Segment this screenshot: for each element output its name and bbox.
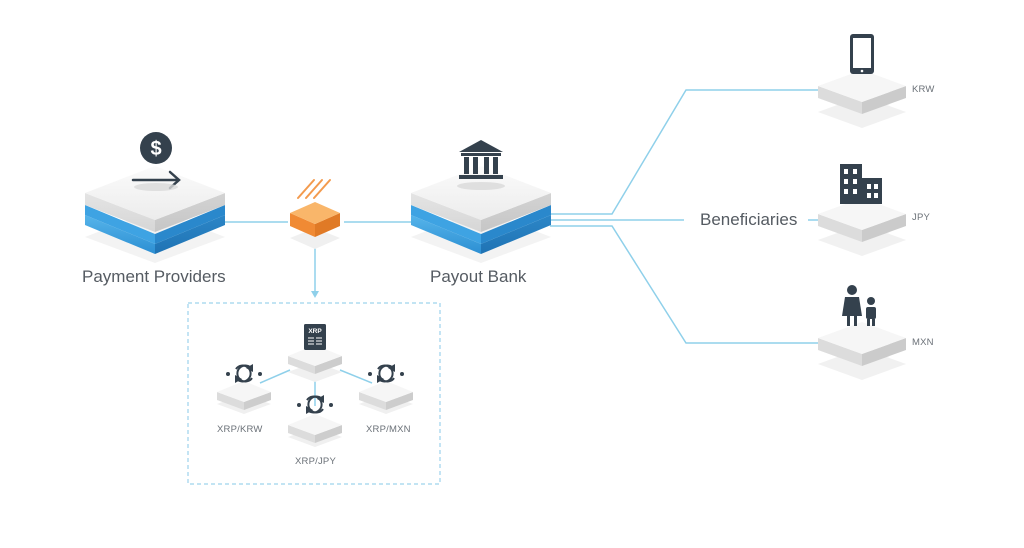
xrp-jpy-node xyxy=(288,414,342,447)
ripple-hub-block xyxy=(290,202,340,249)
krw-beneficiary-platform xyxy=(818,70,906,128)
pair-label-mxn: XRP/MXN xyxy=(366,424,411,435)
svg-text:$: $ xyxy=(150,138,161,160)
jpy-beneficiary-platform xyxy=(818,198,906,256)
line-xrp-to-mxn xyxy=(339,369,373,384)
dollar-icon: $ xyxy=(140,132,172,164)
pair-label-jpy: XRP/JPY xyxy=(295,456,336,467)
exchange-icon xyxy=(226,364,262,383)
connector-lines xyxy=(222,89,818,406)
exchange-icon xyxy=(297,395,333,414)
beneficiaries-label: Beneficiaries xyxy=(700,210,798,229)
currency-label-krw: KRW xyxy=(912,84,935,95)
payout-bank-platform xyxy=(411,166,551,263)
xrp-document-icon: XRP xyxy=(304,324,326,350)
family-icon xyxy=(842,285,876,326)
xrp-node xyxy=(288,345,342,382)
pair-label-krw: XRP/KRW xyxy=(217,424,263,435)
xrp-krw-node xyxy=(217,381,271,414)
line-bank-to-krw xyxy=(550,89,818,215)
currency-label-jpy: JPY xyxy=(912,212,931,223)
payment-providers-label: Payment Providers xyxy=(82,267,226,286)
line-bank-to-mxn xyxy=(550,225,818,344)
smartphone-icon xyxy=(850,34,874,74)
currency-label-mxn: MXN xyxy=(912,337,934,348)
line-xrp-to-krw xyxy=(259,369,291,384)
exchange-icon xyxy=(368,364,404,383)
xrp-doc-label: XRP xyxy=(308,328,322,335)
bank-icon xyxy=(459,140,503,179)
xrp-mxn-node xyxy=(359,381,413,414)
liquidity-box xyxy=(187,302,441,485)
mxn-beneficiary-platform xyxy=(818,322,906,380)
payment-providers-platform xyxy=(85,166,225,263)
payout-bank-label: Payout Bank xyxy=(430,267,527,286)
liquidity-arrow-head xyxy=(311,291,319,298)
building-icon xyxy=(840,164,882,204)
ripple-stripes-icon xyxy=(297,179,331,199)
